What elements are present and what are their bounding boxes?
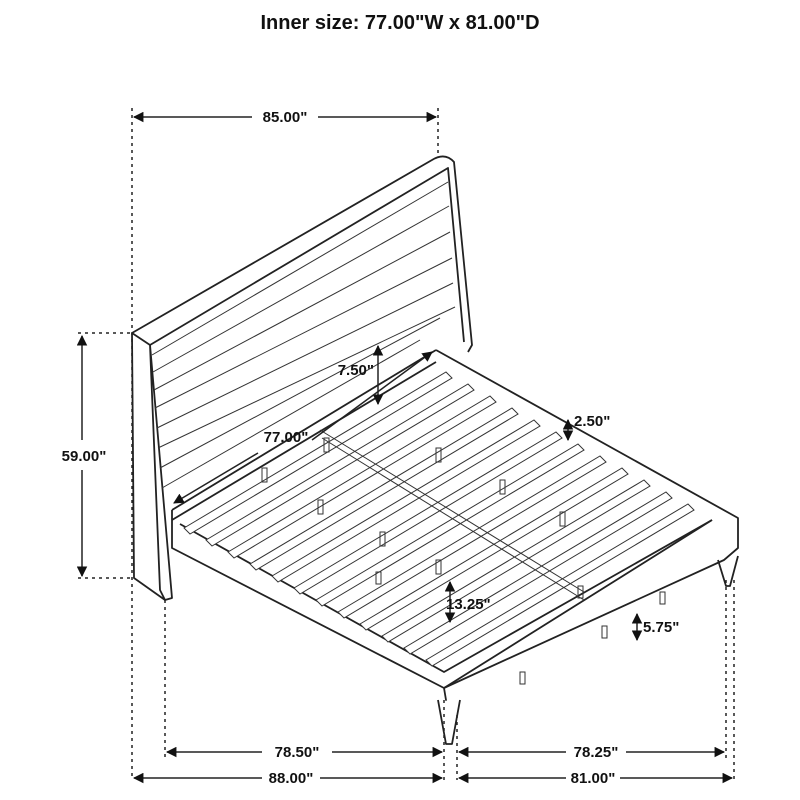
overall-width-bottom-label: 88.00" bbox=[269, 770, 314, 787]
right-leg bbox=[717, 555, 739, 587]
page-title: Inner size: 77.00"W x 81.00"D bbox=[260, 12, 540, 34]
inner-depth-label: 78.25" bbox=[574, 744, 619, 761]
slats bbox=[183, 371, 695, 667]
overall-width-label: 85.00" bbox=[263, 109, 308, 126]
bed-frame bbox=[131, 155, 739, 745]
extension-lines bbox=[78, 108, 735, 780]
under-clearance-label: 13.25" bbox=[446, 596, 491, 613]
rail-height-label: 2.50" bbox=[574, 413, 610, 430]
headboard-height-label: 59.00" bbox=[62, 448, 107, 465]
inner-width-label: 77.00" bbox=[264, 429, 309, 446]
support-legs bbox=[261, 437, 666, 685]
dimension-lines bbox=[76, 111, 734, 784]
slat-clearance-label: 7.50" bbox=[338, 362, 374, 379]
front-leg bbox=[437, 699, 461, 745]
inner-width-front-label: 78.50" bbox=[275, 744, 320, 761]
overall-depth-label: 81.00" bbox=[571, 770, 616, 787]
leg-height-label: 5.75" bbox=[643, 619, 679, 636]
